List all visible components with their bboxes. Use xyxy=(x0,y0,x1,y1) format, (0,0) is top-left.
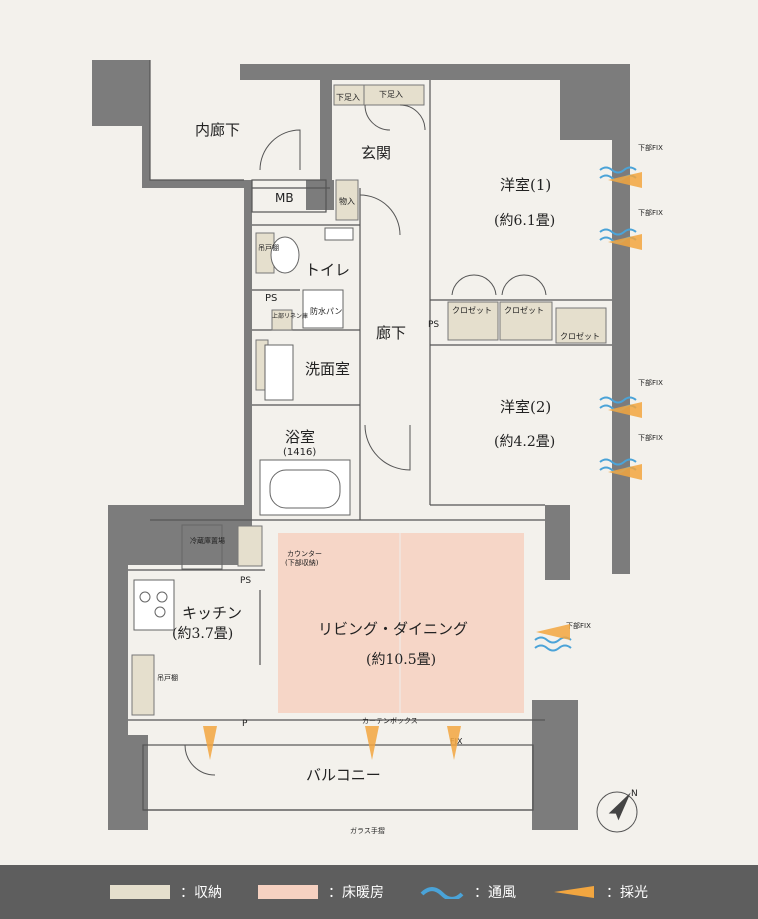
north-label: N xyxy=(631,789,638,799)
storage-closet-c: クロゼット xyxy=(560,331,600,341)
storage-p: P xyxy=(242,719,248,729)
north-arrow-icon xyxy=(596,791,638,833)
floor-heating-swatch xyxy=(258,885,318,899)
fix-label-2: 下部FIX xyxy=(638,208,663,217)
room-kitchen: キッチン xyxy=(182,604,242,622)
room-outlines xyxy=(128,60,612,811)
legend: ：収納 ：床暖房 ：通風 ：採光 xyxy=(0,865,758,919)
legend-floor-heating: ：床暖房 xyxy=(258,882,384,902)
legend-ventilation-label: ：通風 xyxy=(474,885,516,901)
glass-rail-label: ガラス手摺 xyxy=(350,826,385,835)
room-inner-corridor: 内廊下 xyxy=(195,121,240,139)
floor-heating-area xyxy=(278,533,524,713)
room-living: リビング・ダイニング xyxy=(318,620,468,638)
room-western2-size: (約4.2畳) xyxy=(494,434,555,450)
fixtures xyxy=(133,227,354,631)
room-kitchen-size: (約3.7畳) xyxy=(172,626,233,642)
legend-storage: ：収納 xyxy=(110,882,222,902)
storage-closet-small: 物入 xyxy=(339,196,355,206)
floor-plan: 内廊下 玄関 MB トイレ PS 洗面室 浴室 (1416) 廊下 洋室(1) … xyxy=(92,60,663,835)
legend-storage-label: ：収納 xyxy=(180,885,222,901)
storage-counter-sub: (下部収納) xyxy=(285,558,319,567)
storage-closet-a: クロゼット xyxy=(452,305,492,315)
daylight-icon xyxy=(554,886,594,898)
room-western1: 洋室(1) xyxy=(500,176,551,194)
storage-fridge: 冷蔵庫置場 xyxy=(190,536,225,545)
legend-ventilation: ：通風 xyxy=(420,882,516,902)
room-washroom: 洗面室 xyxy=(305,360,350,378)
legend-daylight-label: ：採光 xyxy=(606,885,648,901)
storage-shoe1: 下足入 xyxy=(336,93,360,102)
storage-swatch xyxy=(110,885,170,899)
room-ps: PS xyxy=(265,293,277,304)
storage-washer-pan: 防水パン xyxy=(310,306,342,316)
legend-floor-heating-label: ：床暖房 xyxy=(328,885,384,901)
room-western1-size: (約6.1畳) xyxy=(494,213,555,229)
fix-label-3: 下部FIX xyxy=(638,378,663,387)
fix-label-4: 下部FIX xyxy=(638,433,663,442)
room-corridor: 廊下 xyxy=(376,324,406,342)
storage-closet-b: クロゼット xyxy=(504,305,544,315)
storage-upper-linen: 上部リネン庫 xyxy=(272,312,308,320)
walls xyxy=(92,60,630,830)
storage-ps3: PS xyxy=(240,576,251,586)
ventilation-icon xyxy=(420,887,464,899)
fix-label-1: 下部FIX xyxy=(638,143,663,152)
room-bath-size: (1416) xyxy=(283,447,316,458)
storage-counter: カウンター xyxy=(287,549,322,558)
room-western2: 洋室(2) xyxy=(500,398,551,416)
room-balcony: バルコニー xyxy=(306,766,381,784)
curtain-box-label: カーテンボックス xyxy=(362,717,418,725)
room-living-size: (約10.5畳) xyxy=(366,652,436,668)
room-bath: 浴室 xyxy=(285,428,315,446)
storage-shoe2: 下足入 xyxy=(379,90,403,99)
storage-ps2: PS xyxy=(428,320,439,330)
storage-hanging-shelf2: 吊戸棚 xyxy=(157,673,178,682)
room-mb: MB xyxy=(275,191,294,205)
legend-daylight: ：採光 xyxy=(552,882,648,902)
doors xyxy=(184,104,547,776)
fix-label-5: 下部FIX xyxy=(566,621,591,630)
room-toilet: トイレ xyxy=(305,261,350,279)
room-entrance: 玄関 xyxy=(361,144,391,162)
storage-hanging-shelf: 吊戸棚 xyxy=(258,243,279,252)
